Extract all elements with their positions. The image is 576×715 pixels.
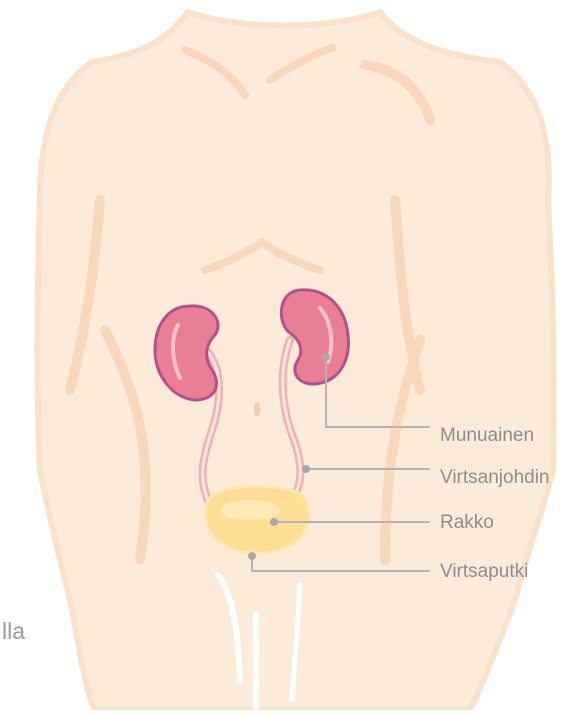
cropped-text: lla <box>2 618 25 645</box>
bladder <box>205 486 310 553</box>
label-kidney: Munuainen <box>440 425 534 447</box>
label-ureter: Virtsanjohdin <box>440 467 550 489</box>
label-bladder: Rakko <box>440 512 494 534</box>
label-urethra: Virtsaputki <box>440 561 528 583</box>
navel <box>254 402 260 416</box>
bladder-highlight <box>220 500 280 520</box>
